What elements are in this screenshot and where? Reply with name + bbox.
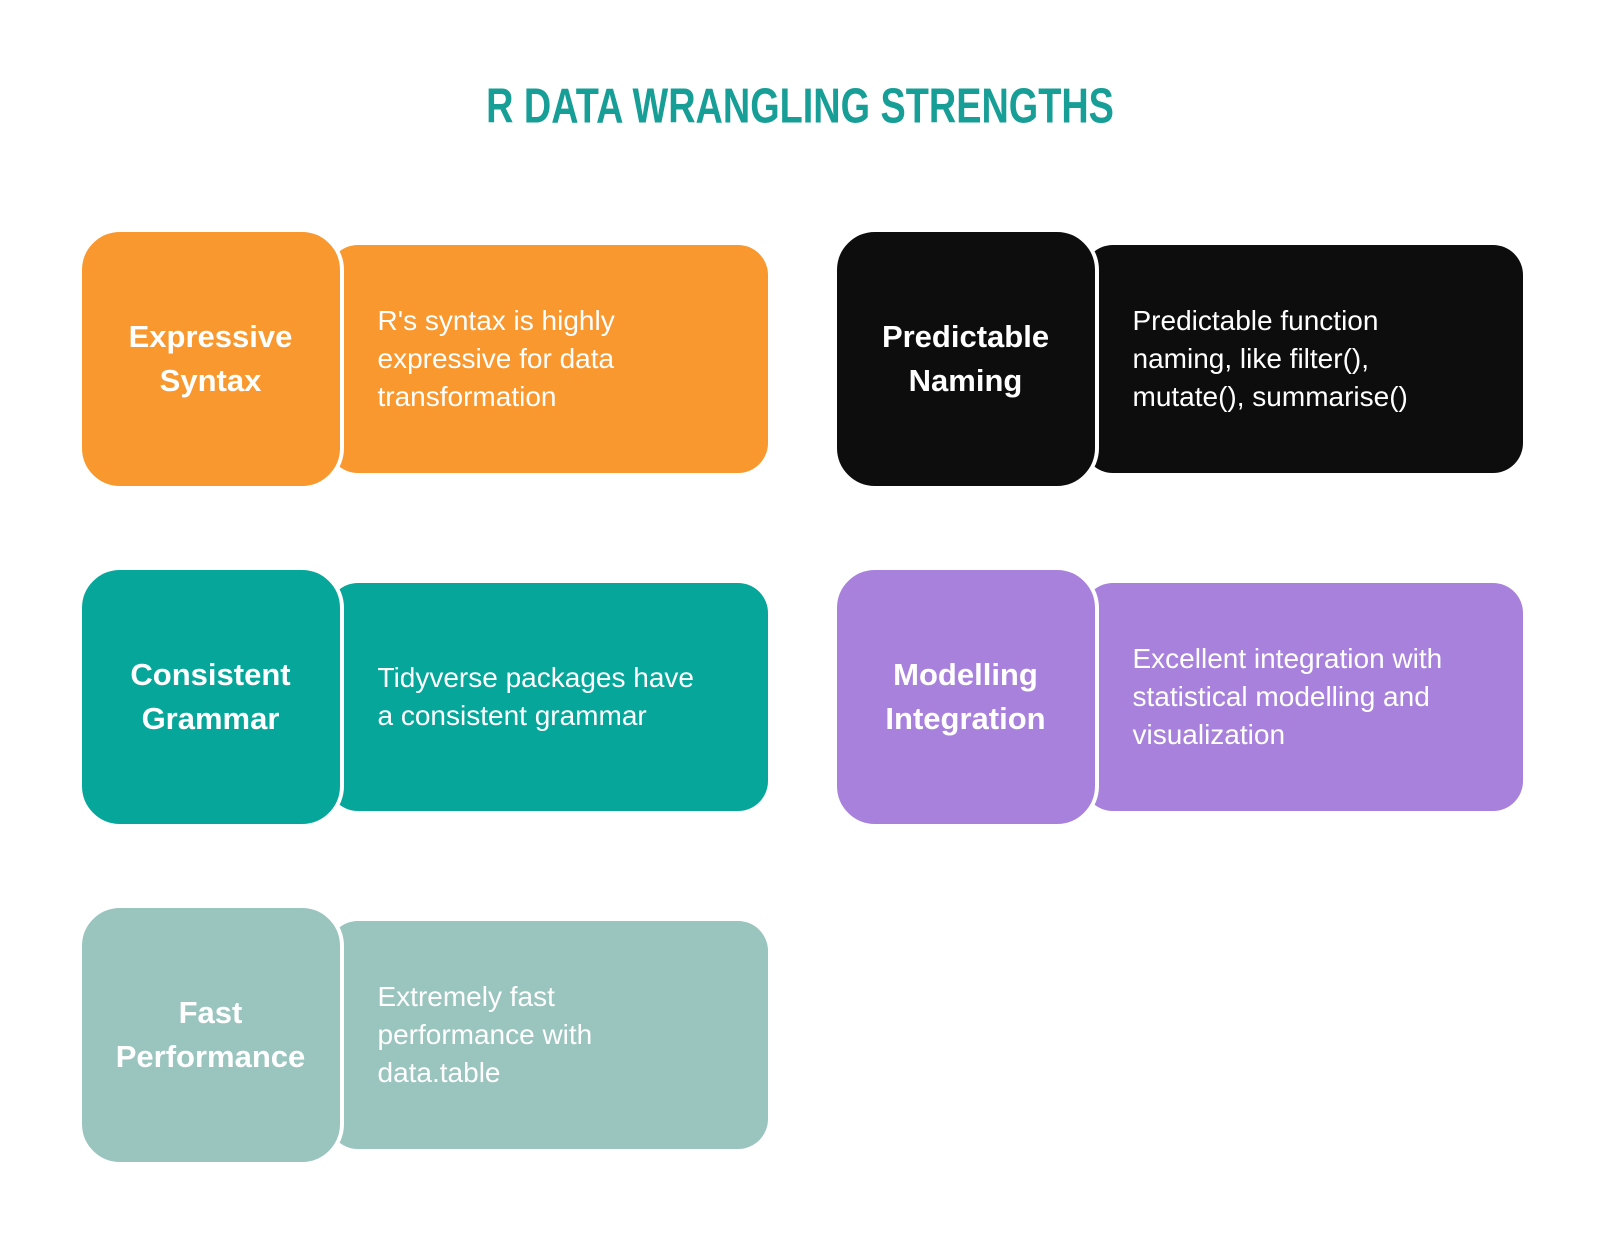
card-fast-performance: Extremely fast performance with data.tab…	[77, 904, 768, 1166]
card-label-panel: Expressive Syntax	[77, 228, 344, 490]
card-description-panel: Extremely fast performance with data.tab…	[327, 921, 768, 1149]
card-label-panel: Predictable Naming	[832, 228, 1099, 490]
card-label-panel: Fast Performance	[77, 904, 344, 1166]
card-description: Tidyverse packages have a consistent gra…	[377, 661, 694, 731]
card-description-panel: Tidyverse packages have a consistent gra…	[327, 583, 768, 811]
card-predictable-naming: Predictable function naming, like filter…	[832, 228, 1523, 490]
card-label: Fast Performance	[115, 994, 306, 1074]
card-description-panel: R's syntax is highly expressive for data…	[327, 245, 768, 473]
card-description-panel: Excellent integration with statistical m…	[1082, 583, 1523, 811]
page-title: R DATA WRANGLING STRENGTHS	[486, 78, 1114, 134]
card-modelling-integration: Excellent integration with statistical m…	[832, 566, 1523, 828]
card-consistent-grammar: Tidyverse packages have a consistent gra…	[77, 566, 768, 828]
card-label-panel: Consistent Grammar	[77, 566, 344, 828]
card-description: Excellent integration with statistical m…	[1132, 642, 1443, 751]
card-label: Consistent Grammar	[130, 656, 291, 736]
card-description: Predictable function naming, like filter…	[1132, 304, 1408, 413]
card-description-panel: Predictable function naming, like filter…	[1082, 245, 1523, 473]
card-expressive-syntax: R's syntax is highly expressive for data…	[77, 228, 768, 490]
card-label: Modelling Integration	[885, 656, 1046, 736]
card-description: R's syntax is highly expressive for data…	[377, 304, 615, 413]
card-label-panel: Modelling Integration	[832, 566, 1099, 828]
card-label: Predictable Naming	[881, 318, 1050, 398]
cards-grid: R's syntax is highly expressive for data…	[0, 228, 1600, 1166]
card-description: Extremely fast performance with data.tab…	[377, 980, 593, 1089]
card-label: Expressive Syntax	[128, 318, 293, 398]
